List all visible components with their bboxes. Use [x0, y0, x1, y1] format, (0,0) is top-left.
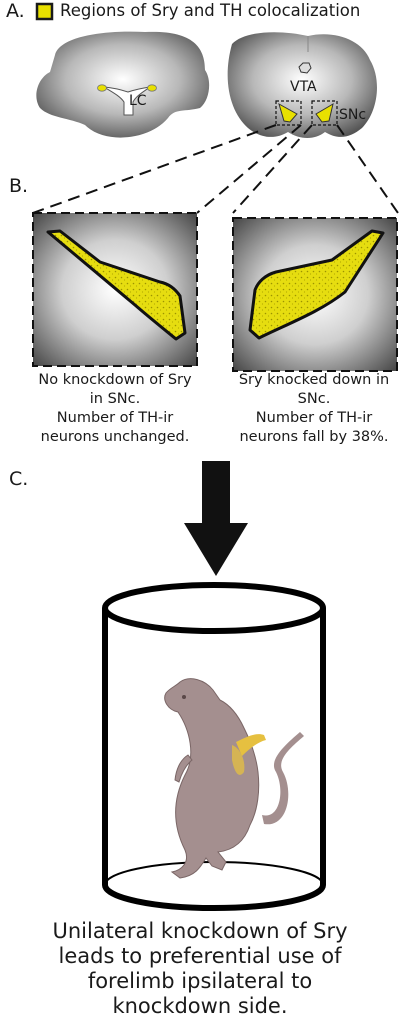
mouse-body — [164, 678, 260, 879]
snc-left-intact — [46, 229, 187, 341]
lc-label: LC — [129, 93, 147, 109]
snc-zoom-left — [32, 212, 198, 367]
mouse-tail — [262, 732, 304, 825]
zoom-box-left — [275, 100, 302, 126]
right-caption-line: SNc. — [297, 391, 331, 407]
right-caption-line: Number of TH-ir — [255, 410, 373, 426]
snc-label: SNc — [339, 107, 367, 123]
left-caption-line: Number of TH-ir — [56, 410, 174, 426]
panel-c-letter: C. — [9, 468, 29, 490]
legend-swatch — [35, 2, 54, 21]
right-caption-line: Sry knocked down in — [238, 372, 390, 388]
lc-region-left — [97, 84, 107, 92]
conclusion-line: leads to preferential use of — [58, 944, 342, 968]
mouse-figure — [164, 678, 304, 879]
brain-section-midbrain — [227, 32, 377, 138]
conclusion-line: forelimb ipsilateral to — [87, 969, 313, 993]
conclusion-line: knockdown side. — [112, 994, 288, 1018]
snc-region-left — [278, 102, 298, 123]
left-caption-line: neurons unchanged. — [40, 429, 190, 445]
vta-label: VTA — [290, 79, 317, 95]
mouse-eye — [182, 695, 186, 699]
right-caption: Sry knocked down in SNc. Number of TH-ir… — [204, 371, 400, 447]
snc-right-knockdown — [248, 229, 385, 340]
panel-b-letter: B. — [9, 175, 29, 197]
panel-a-letter: A. — [6, 0, 25, 22]
legend-label: Regions of Sry and TH colocalization — [60, 1, 361, 20]
snc-region-right — [315, 102, 334, 123]
conclusion-line: Unilateral knockdown of Sry — [52, 919, 348, 943]
down-arrow — [184, 461, 248, 576]
mouse-left-forelimb — [174, 754, 193, 783]
zoom-connectors — [32, 124, 399, 214]
conclusion-text: Unilateral knockdown of Sry leads to pre… — [0, 919, 400, 1019]
left-caption: No knockdown of Sry in SNc. Number of TH… — [5, 371, 225, 447]
mouse-right-forelimb — [236, 734, 266, 756]
right-caption-line: neurons fall by 38%. — [239, 429, 389, 445]
left-caption-line: No knockdown of Sry — [38, 372, 192, 388]
mouse-shoulder-highlight — [232, 745, 245, 775]
brain-section-lc — [36, 31, 210, 138]
lc-region-right — [147, 84, 157, 92]
snc-zoom-right — [232, 217, 398, 372]
left-caption-line: in SNc. — [89, 391, 141, 407]
aqueduct — [298, 62, 312, 74]
zoom-box-right — [311, 100, 338, 126]
cylinder — [102, 582, 326, 911]
